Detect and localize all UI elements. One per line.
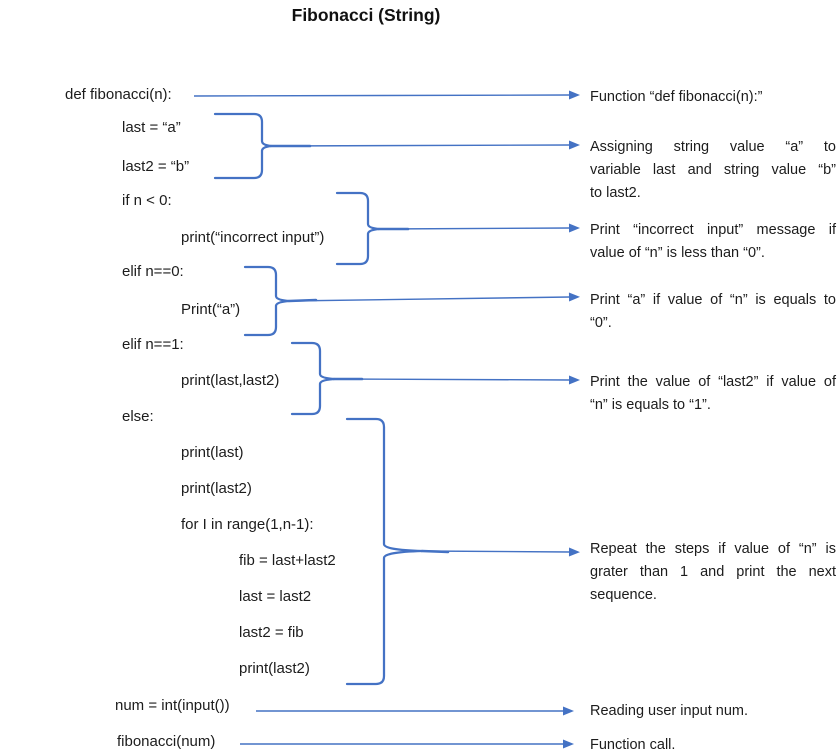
code-line-last-a: last = “a” <box>122 119 181 136</box>
annotation-line: variable last and string value “b” <box>590 162 836 178</box>
curly-brace-print-last-last2 <box>290 341 336 416</box>
annotation-line: Function call. <box>590 737 676 753</box>
code-line-else: else: <box>122 408 154 425</box>
code-line-print-last-last2: print(last,last2) <box>181 372 280 389</box>
annotation-line: Print the value of “last2” if value of <box>590 374 836 390</box>
arrow-assignments <box>270 140 580 150</box>
annotation-line: Assigning string value “a” to <box>590 139 836 155</box>
annotation-repeat-steps: Repeat the steps if value of “n” is grat… <box>590 538 836 607</box>
curly-brace-incorrect-input <box>335 191 381 266</box>
annotation-function-def: Function “def fibonacci(n):” <box>590 86 836 109</box>
code-line-fib-assign: fib = last+last2 <box>239 552 336 569</box>
annotation-line: “n” is equals to “1”. <box>590 397 711 413</box>
annotation-line: Print “incorrect input” message if <box>590 222 836 238</box>
code-line-last2-b: last2 = “b” <box>122 158 190 175</box>
code-line-last-assign: last = last2 <box>239 588 312 605</box>
annotation-print-a: Print “a” if value of “n” is equals to “… <box>590 289 836 335</box>
code-line-num-input: num = int(input()) <box>115 697 230 714</box>
code-line-print-last: print(last) <box>181 444 244 461</box>
annotation-reading-input: Reading user input num. <box>590 700 836 723</box>
arrow-print-a <box>288 292 580 302</box>
annotation-line: Function “def fibonacci(n):” <box>590 89 763 105</box>
diagram-title: Fibonacci (String) <box>291 5 441 25</box>
curly-brace-else-block <box>345 417 424 686</box>
code-line-if-n-lt-0: if n < 0: <box>122 192 172 209</box>
code-line-elif-n-eq-0: elif n==0: <box>122 263 184 280</box>
annotation-function-call: Function call. <box>590 734 836 756</box>
annotation-assignments: Assigning string value “a” to variable l… <box>590 136 836 205</box>
code-line-elif-n-eq-1: elif n==1: <box>122 336 184 353</box>
annotation-line: value of “n” is less than “0”. <box>590 245 765 261</box>
arrow-print-last-last2 <box>333 375 580 385</box>
curly-brace-assignments <box>213 112 273 180</box>
code-line-last2-assign: last2 = fib <box>239 624 304 641</box>
code-line-print-last2: print(last2) <box>181 480 252 497</box>
code-line-print-a: Print(“a”) <box>181 301 241 318</box>
arrow-incorrect-input <box>378 223 580 233</box>
annotation-line: Repeat the steps if value of “n” is <box>590 541 836 557</box>
annotation-line: Print “a” if value of “n” is equals to <box>590 292 836 308</box>
annotation-print-last2: Print the value of “last2” if value of “… <box>590 371 836 417</box>
code-line-for-loop: for I in range(1,n-1): <box>181 516 314 533</box>
curly-brace-print-a <box>243 265 291 337</box>
brace-tip-taper <box>287 298 318 303</box>
annotation-line: sequence. <box>590 587 657 603</box>
annotation-line: to last2. <box>590 185 641 201</box>
code-line-def-fibonacci: def fibonacci(n): <box>65 86 172 103</box>
annotation-incorrect-input: Print “incorrect input” message if value… <box>590 219 836 265</box>
brace-tip-taper <box>420 549 450 554</box>
annotation-line: “0”. <box>590 315 612 331</box>
arrow-def-fibonacci <box>193 90 580 100</box>
code-line-print-last2-loop: print(last2) <box>239 660 310 677</box>
code-line-fibonacci-call: fibonacci(num) <box>117 733 216 750</box>
code-line-print-incorrect: print(“incorrect input”) <box>181 229 325 246</box>
annotation-line: grater than 1 and print the next <box>590 564 836 580</box>
annotation-line: Reading user input num. <box>590 703 748 719</box>
